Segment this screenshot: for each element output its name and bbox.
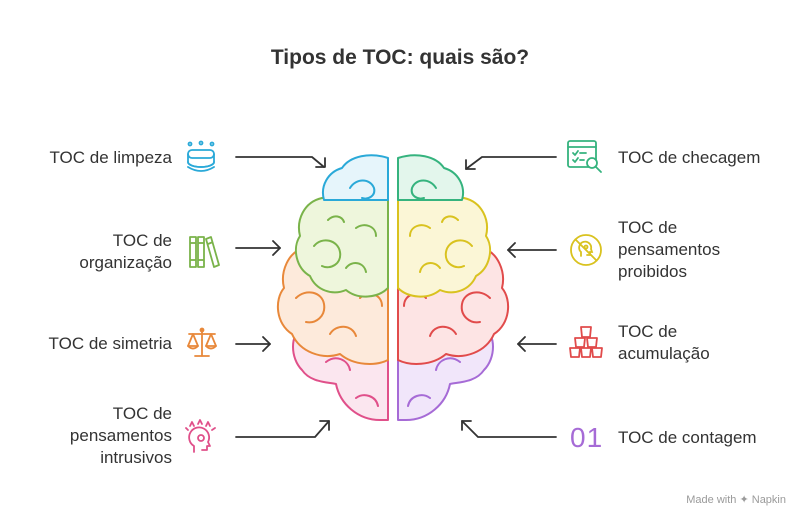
counting-01-icon: 01 <box>570 422 604 453</box>
napkin-logo-icon: ✦ <box>739 494 749 506</box>
label-line: pensamentos <box>618 240 721 259</box>
label-line: TOC de <box>618 218 678 237</box>
label-line: TOC de limpeza <box>49 148 172 167</box>
label-line: intrusivos <box>100 448 172 467</box>
label-line: TOC de <box>112 231 172 250</box>
books-icon <box>189 236 220 268</box>
label-simetria: TOC de simetria <box>49 333 172 355</box>
brain-right-green <box>397 154 464 201</box>
label-organizacao: TOC de organização <box>79 230 172 274</box>
label-line: pensamentos <box>69 426 172 445</box>
cleaning-icon <box>187 140 215 172</box>
page-title: Tipos de TOC: quais são? <box>270 46 530 69</box>
label-line: acumulação <box>618 344 710 363</box>
arrow-contagem <box>461 420 557 438</box>
arrow-intrusivos <box>235 420 330 438</box>
arrow-proibidos <box>507 242 557 258</box>
label-line: TOC de checagem <box>618 148 761 167</box>
brain-illustration <box>276 154 510 421</box>
label-line: organização <box>79 253 172 272</box>
label-line: TOC de contagem <box>618 428 757 447</box>
arrow-simetria <box>235 336 271 352</box>
label-pensamentos-intrusivos: TOC de pensamentos intrusivos <box>70 403 172 469</box>
label-pensamentos-proibidos: TOC de pensamentos proibidos <box>618 217 720 283</box>
label-line: TOC de <box>618 322 678 341</box>
arrow-limpeza <box>235 156 326 168</box>
intrusive-head-icon <box>185 419 216 453</box>
label-acumulacao: TOC de acumulação <box>618 321 710 365</box>
label-line: TOC de <box>112 404 172 423</box>
footer-prefix: Made with <box>686 494 737 506</box>
label-limpeza: TOC de limpeza <box>49 147 172 169</box>
label-line: TOC de simetria <box>48 334 172 353</box>
arrow-acumulacao <box>517 336 557 352</box>
stacked-boxes-icon <box>569 326 603 358</box>
label-line: proibidos <box>618 262 687 281</box>
arrow-checagem <box>465 156 557 170</box>
footer-credit: Made with ✦ Napkin <box>686 493 786 506</box>
arrow-organizacao <box>235 240 281 256</box>
forbidden-thought-icon <box>570 234 602 266</box>
label-contagem: TOC de contagem <box>618 427 757 449</box>
scale-icon <box>187 327 217 357</box>
footer-brand: Napkin <box>751 494 786 506</box>
checklist-search-icon <box>567 140 602 173</box>
label-checagem: TOC de checagem <box>618 147 760 169</box>
brain-left-blue <box>322 154 389 201</box>
